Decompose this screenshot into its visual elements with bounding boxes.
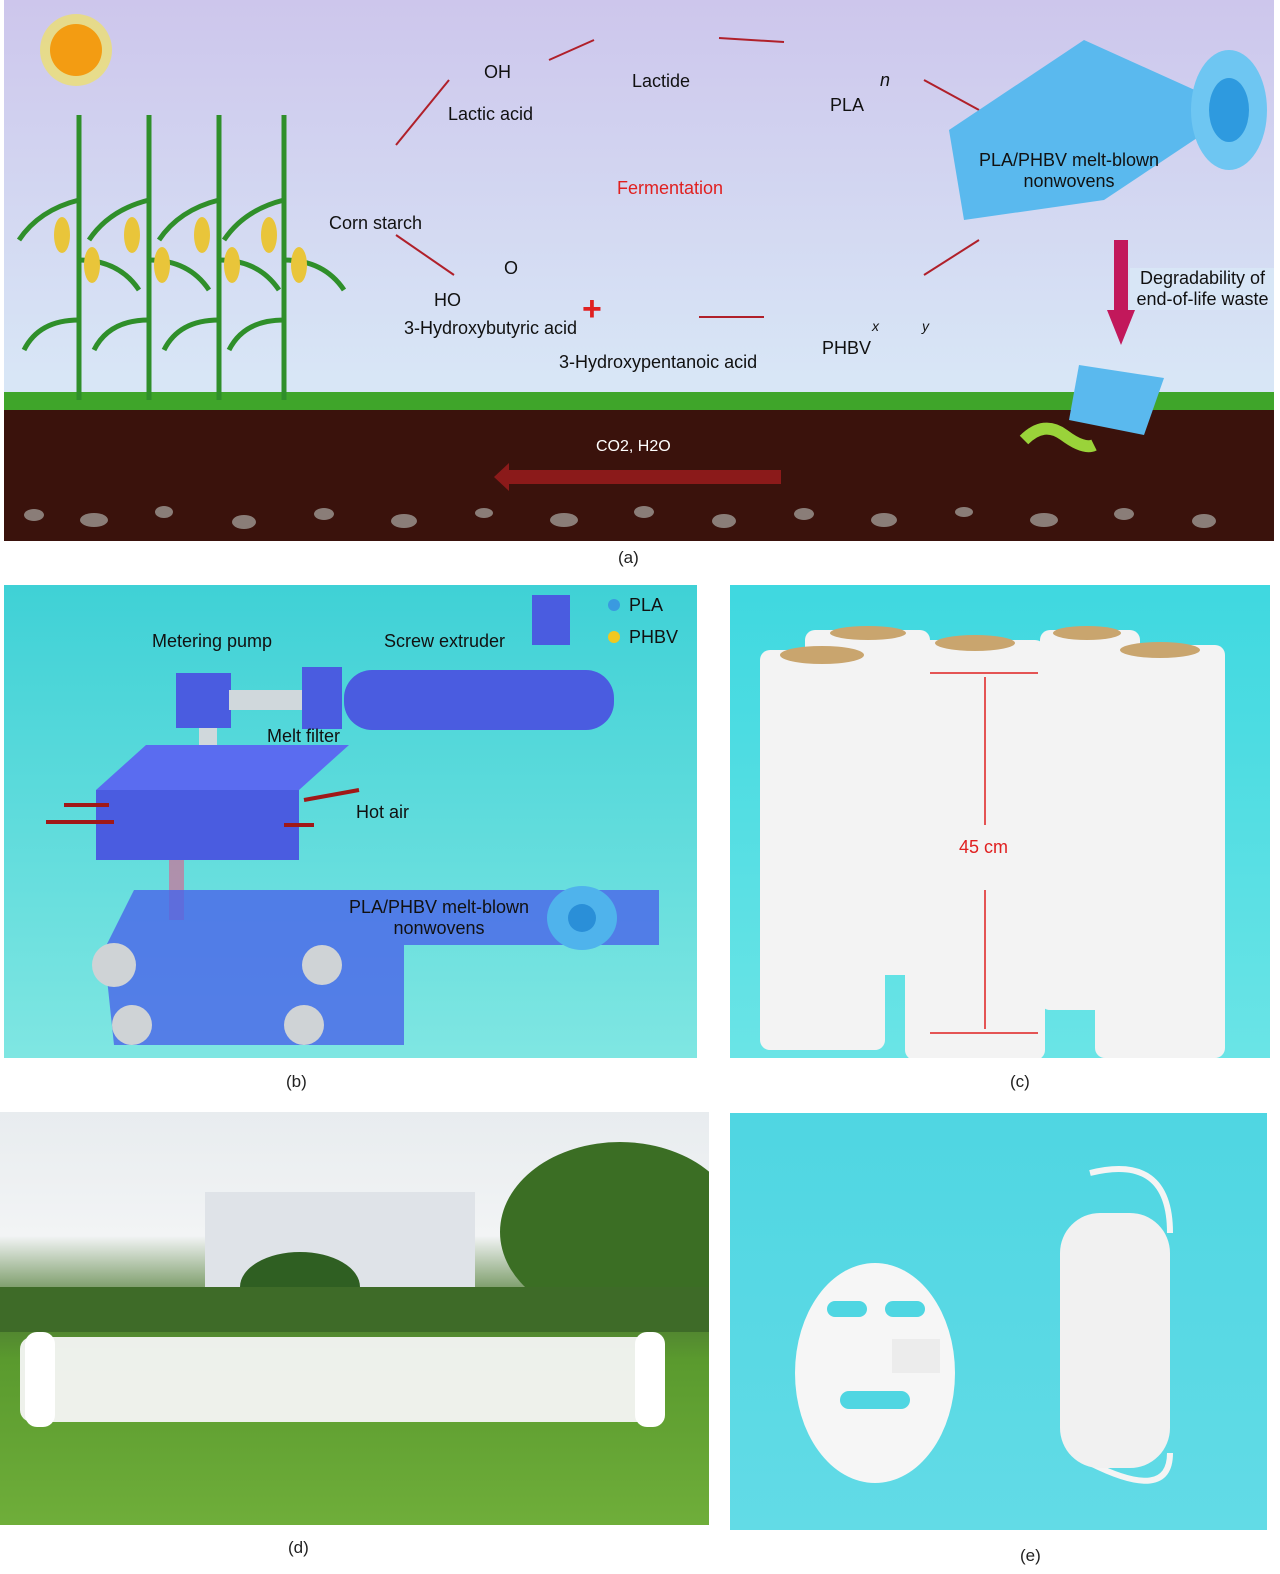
label-co2-h2o: CO2, H2O bbox=[596, 438, 671, 455]
phbv-legend-dot bbox=[608, 631, 620, 643]
caption-d: (d) bbox=[288, 1538, 309, 1557]
panel-a-illustration bbox=[4, 14, 1274, 541]
caption-e: (e) bbox=[1020, 1546, 1041, 1565]
waste-sheet bbox=[1069, 365, 1164, 435]
microbe-icon bbox=[1019, 422, 1097, 453]
metering-pump bbox=[176, 673, 231, 728]
caption-b: (b) bbox=[286, 1072, 307, 1091]
face-mask-sheet bbox=[795, 1263, 955, 1483]
process-illustration bbox=[46, 595, 659, 1045]
nonwoven-sheet bbox=[20, 1337, 660, 1422]
reaction-arrows bbox=[395, 37, 980, 318]
measurement-line bbox=[930, 672, 1038, 1034]
rollers bbox=[92, 943, 342, 1045]
degradability-arrow bbox=[1114, 240, 1128, 310]
outdoor-photo bbox=[0, 1142, 709, 1427]
label-3-hydroxypentanoic-acid: 3-Hydroxypentanoic acid bbox=[559, 352, 758, 372]
hopper bbox=[532, 595, 570, 645]
label-corn-starch: Corn starch bbox=[329, 213, 423, 233]
plus-icon: + bbox=[582, 290, 602, 328]
label-nonwovens: PLA/PHBV melt-blown nonwovens bbox=[978, 150, 1160, 191]
label-fermentation: Fermentation bbox=[617, 178, 724, 198]
label-degradability: Degradability of end-of-life waste bbox=[1130, 268, 1274, 310]
label-phbv: PHBV bbox=[822, 338, 872, 358]
label-lactide: Lactide bbox=[632, 71, 691, 91]
grass bbox=[4, 392, 1274, 410]
label-phbv-x: x bbox=[872, 318, 879, 334]
nonwoven-roll bbox=[949, 40, 1267, 220]
caption-c: (c) bbox=[1010, 1072, 1030, 1091]
pla-legend-dot bbox=[608, 599, 620, 611]
chem-o: O bbox=[504, 258, 519, 278]
panel-b: PLA PHBV Metering pump Screw extruder Me… bbox=[4, 585, 697, 1058]
caption-a: (a) bbox=[618, 548, 639, 567]
panel-a: Lactic acid Lactide PLA n Corn starch Fe… bbox=[4, 0, 1274, 541]
label-nonwovens-b: PLA/PHBV melt-blown nonwovens bbox=[348, 897, 530, 938]
label-3-hydroxybutyric-acid: 3-Hydroxybutyric acid bbox=[404, 318, 578, 338]
conveyor-belt bbox=[104, 890, 659, 1045]
legend-pla: PLA bbox=[629, 595, 664, 615]
label-melt-filter: Melt filter bbox=[267, 726, 341, 746]
label-pla: PLA bbox=[830, 95, 865, 115]
die bbox=[96, 745, 349, 790]
legend-phbv: PHBV bbox=[629, 627, 679, 647]
label-pla-n: n bbox=[880, 70, 891, 90]
trees-right bbox=[500, 1142, 709, 1322]
label-45cm: 45 cm bbox=[959, 837, 1009, 857]
sun-icon bbox=[40, 14, 112, 86]
panel-d bbox=[0, 1112, 709, 1525]
pebbles bbox=[24, 506, 1216, 529]
corn-cobs bbox=[54, 217, 307, 283]
label-screw-extruder: Screw extruder bbox=[384, 631, 506, 651]
screw-extruder bbox=[344, 670, 614, 730]
label-phbv-y: y bbox=[922, 318, 929, 334]
nonwoven-rolls-photo bbox=[760, 626, 1225, 1058]
chem-oh: OH bbox=[484, 62, 511, 82]
corn-plants bbox=[16, 115, 347, 400]
chem-ho: HO bbox=[434, 290, 461, 310]
label-hot-air: Hot air bbox=[356, 802, 410, 822]
label-lactic-acid: Lactic acid bbox=[448, 104, 534, 124]
label-metering-pump: Metering pump bbox=[152, 631, 273, 651]
melt-filter bbox=[302, 667, 342, 729]
panel-c: 45 cm bbox=[730, 585, 1270, 1058]
panel-e bbox=[730, 1113, 1267, 1530]
products-photo bbox=[795, 1166, 1173, 1484]
co2-arrow bbox=[509, 470, 781, 484]
surgical-mask bbox=[1060, 1213, 1170, 1468]
